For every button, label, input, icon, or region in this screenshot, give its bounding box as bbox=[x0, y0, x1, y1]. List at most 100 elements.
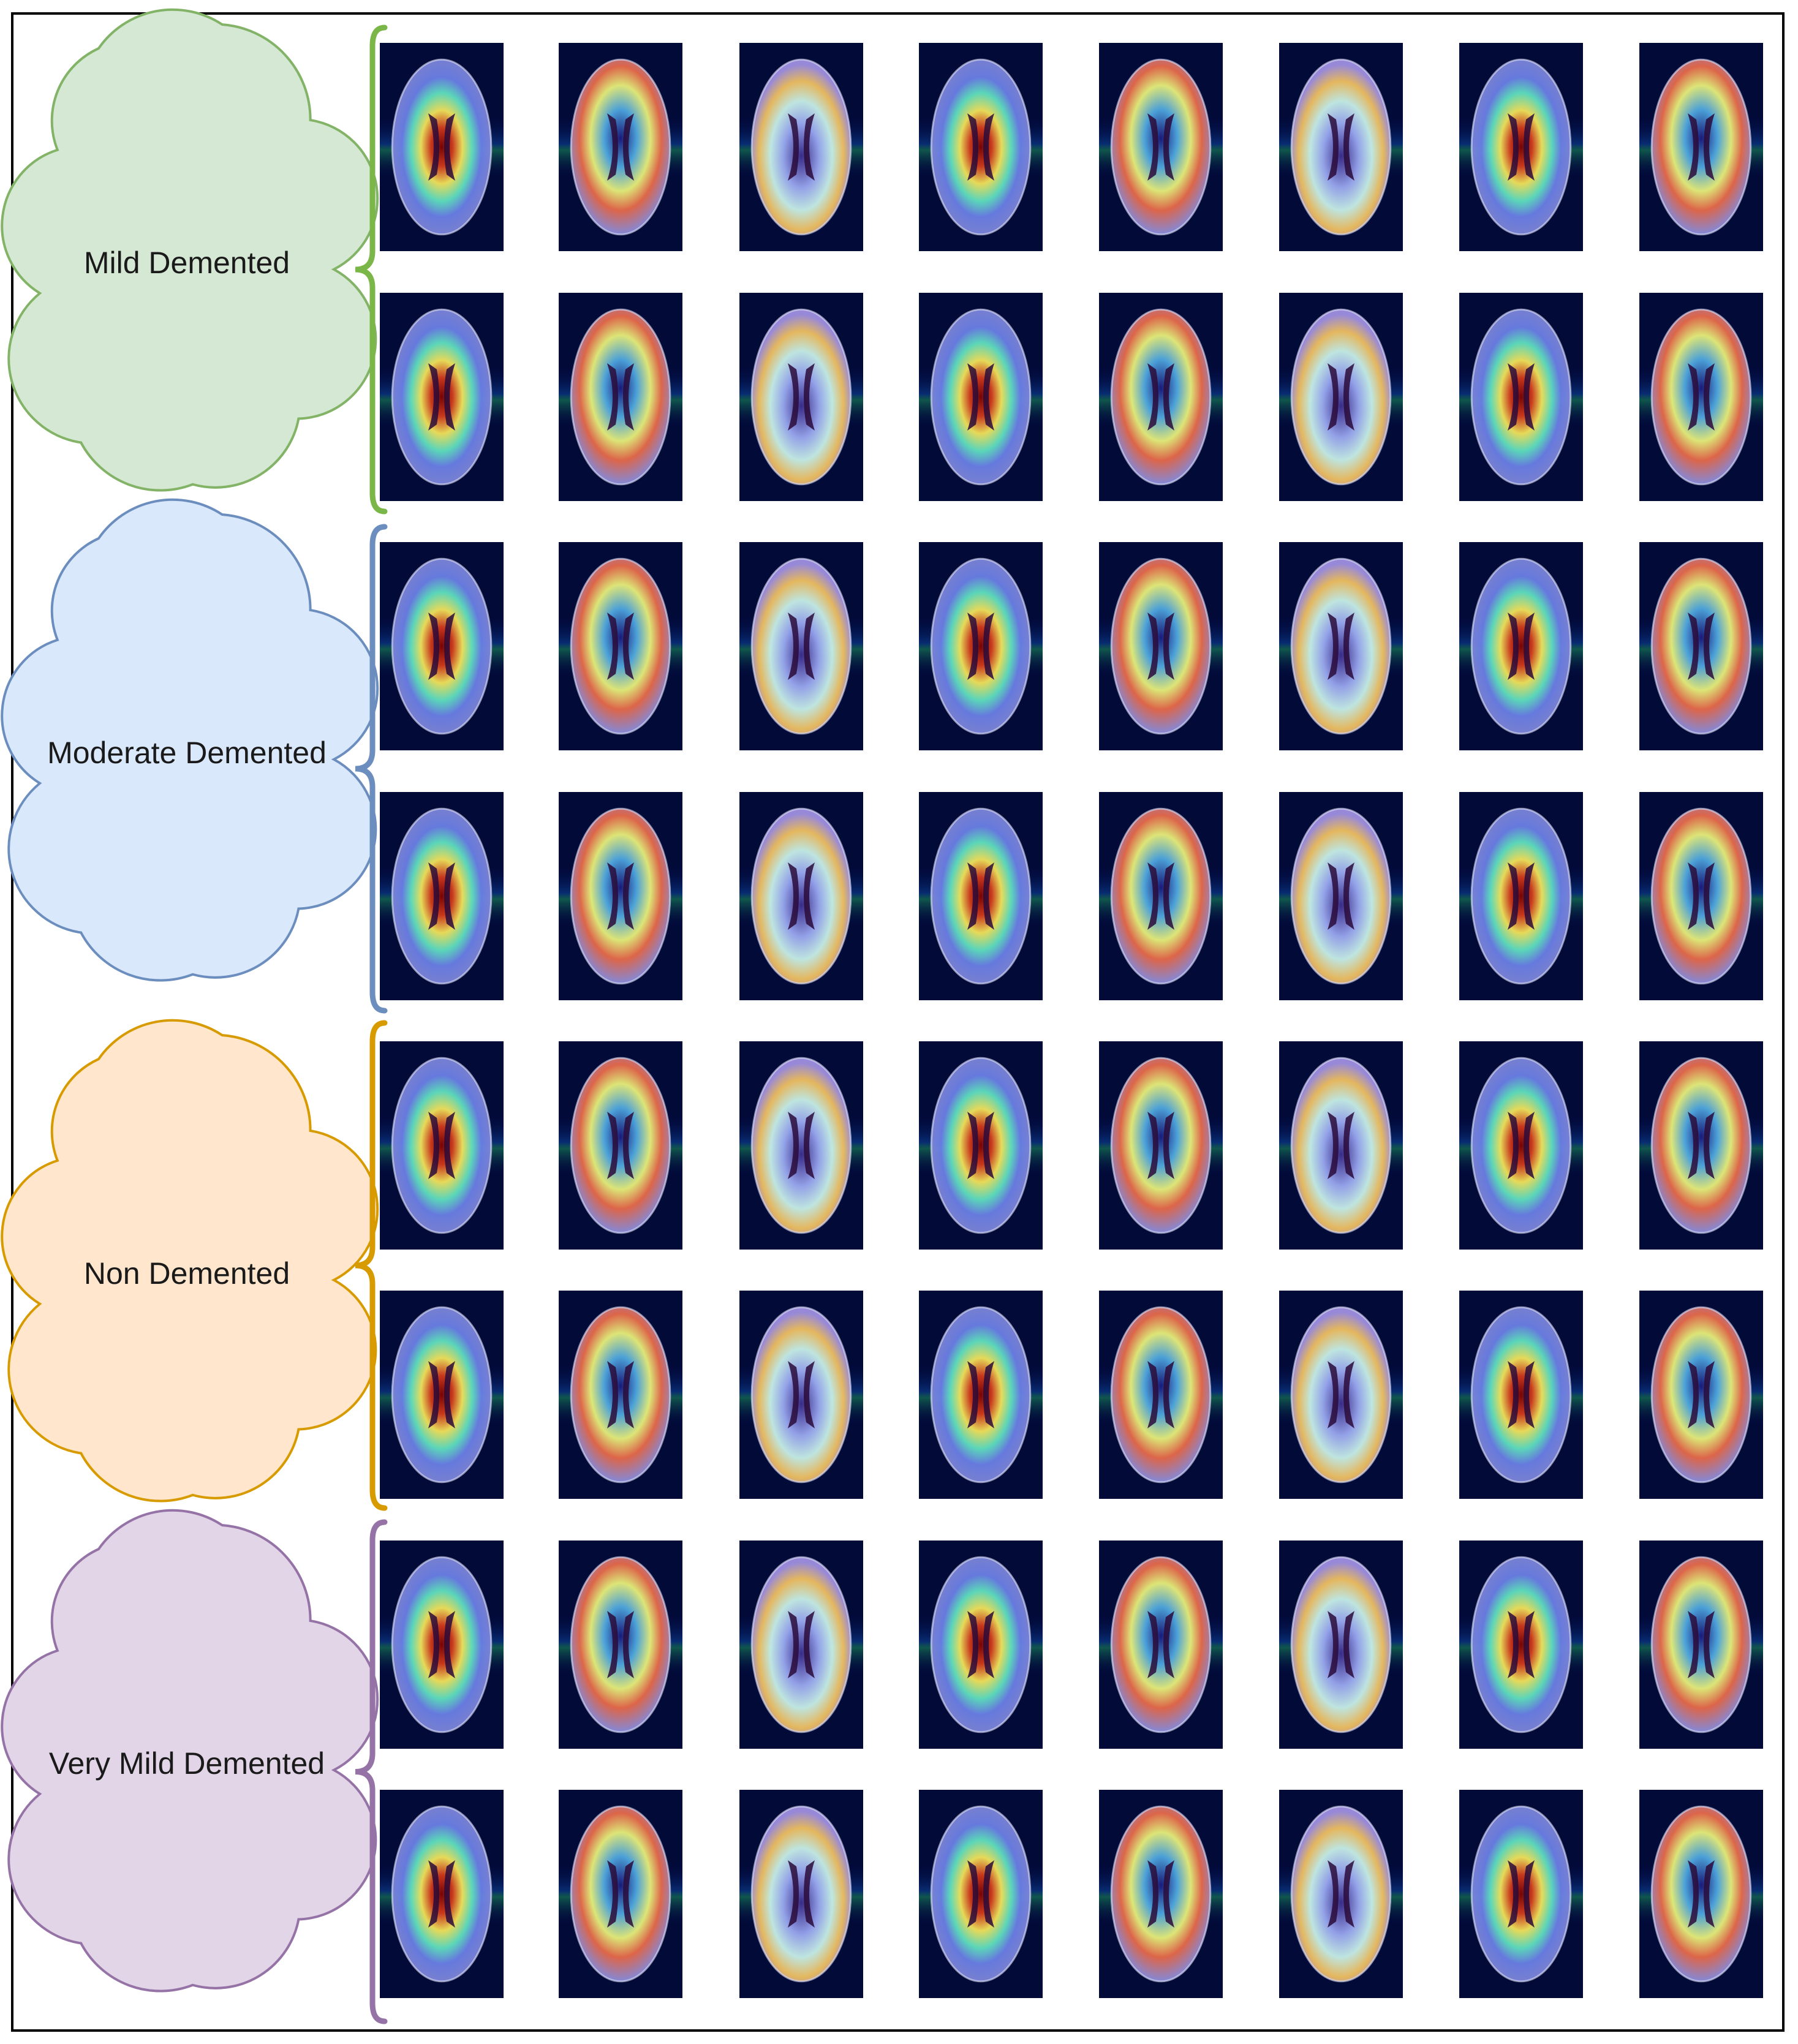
brain-slice bbox=[1471, 1058, 1571, 1233]
brain-heatmap-image bbox=[1279, 293, 1403, 501]
brain-outline bbox=[930, 1057, 1032, 1234]
brain-slice bbox=[571, 559, 670, 734]
group-brace bbox=[355, 1519, 388, 2024]
brain-outline bbox=[1110, 308, 1212, 486]
ventricles bbox=[1688, 1860, 1715, 1928]
brain-outline bbox=[1290, 1805, 1392, 1983]
brain-slice bbox=[1471, 1806, 1571, 1982]
brain-heatmap-image bbox=[380, 792, 504, 1000]
brain-slice bbox=[931, 1557, 1030, 1732]
brain-heatmap-image bbox=[559, 1041, 682, 1250]
brain-heatmap-image bbox=[1099, 1541, 1223, 1749]
brain-heatmap-image bbox=[559, 1790, 682, 1998]
brain-heatmap-image bbox=[919, 1541, 1043, 1749]
brain-outline bbox=[1470, 1057, 1572, 1234]
brain-outline bbox=[1650, 807, 1752, 985]
cloud-shape bbox=[1, 498, 379, 982]
brain-slice bbox=[1291, 1806, 1391, 1982]
brain-outline bbox=[570, 1805, 671, 1983]
brain-outline bbox=[570, 1057, 671, 1234]
brain-heatmap-image bbox=[1279, 43, 1403, 251]
brain-slice bbox=[1111, 1806, 1211, 1982]
brain-outline bbox=[1110, 557, 1212, 735]
brain-heatmap-image bbox=[1639, 1790, 1763, 1998]
brain-slice bbox=[1652, 1557, 1751, 1732]
brain-slice bbox=[931, 309, 1030, 485]
brain-slice bbox=[1471, 309, 1571, 485]
brain-outline bbox=[391, 58, 493, 236]
cloud-shape bbox=[1, 1019, 379, 1503]
ventricles bbox=[1688, 113, 1715, 181]
brain-heatmap-image bbox=[919, 1291, 1043, 1499]
brain-slice bbox=[392, 1806, 491, 1982]
brain-heatmap-image bbox=[1639, 293, 1763, 501]
ventricles bbox=[428, 862, 455, 930]
brain-slice bbox=[1471, 1307, 1571, 1482]
brain-outline bbox=[930, 807, 1032, 985]
brain-slice bbox=[1652, 1058, 1751, 1233]
group-label: Mild Demented bbox=[84, 246, 290, 280]
brain-slice bbox=[392, 59, 491, 235]
ventricles bbox=[428, 113, 455, 181]
brain-slice bbox=[1652, 809, 1751, 984]
brain-heatmap-image bbox=[739, 293, 863, 501]
brain-slice bbox=[1291, 1307, 1391, 1482]
ventricles bbox=[1328, 1611, 1354, 1678]
brain-slice bbox=[1652, 309, 1751, 485]
brain-slice bbox=[1111, 1058, 1211, 1233]
brain-outline bbox=[1470, 58, 1572, 236]
brain-outline bbox=[1290, 557, 1392, 735]
brain-slice bbox=[1291, 1557, 1391, 1732]
ventricles bbox=[788, 363, 815, 431]
brain-heatmap-image bbox=[1459, 792, 1583, 1000]
brain-outline bbox=[750, 1057, 852, 1234]
brain-heatmap-image bbox=[1279, 792, 1403, 1000]
brain-heatmap-image bbox=[919, 542, 1043, 750]
brain-outline bbox=[391, 807, 493, 985]
ventricles bbox=[428, 1361, 455, 1428]
brain-heatmap-image bbox=[1099, 1790, 1223, 1998]
brain-heatmap-image bbox=[739, 542, 863, 750]
brain-outline bbox=[570, 1556, 671, 1733]
ventricles bbox=[967, 1361, 994, 1428]
ventricles bbox=[428, 363, 455, 431]
brain-outline bbox=[1470, 557, 1572, 735]
brain-heatmap-image bbox=[1279, 1291, 1403, 1499]
brain-outline bbox=[750, 557, 852, 735]
brain-slice bbox=[1652, 559, 1751, 734]
brain-slice bbox=[1291, 309, 1391, 485]
ventricles bbox=[788, 113, 815, 181]
brain-outline bbox=[930, 1306, 1032, 1484]
ventricles bbox=[1147, 1112, 1174, 1179]
ventricles bbox=[967, 862, 994, 930]
brain-slice bbox=[1652, 1806, 1751, 1982]
ventricles bbox=[607, 613, 634, 680]
brain-heatmap-image bbox=[559, 1541, 682, 1749]
brain-outline bbox=[750, 1556, 852, 1733]
figure-border bbox=[11, 12, 1785, 2032]
brain-slice bbox=[752, 1806, 851, 1982]
brain-heatmap-image bbox=[1459, 542, 1583, 750]
brain-outline bbox=[1650, 1306, 1752, 1484]
brain-outline bbox=[1470, 308, 1572, 486]
ventricles bbox=[788, 1611, 815, 1678]
brain-outline bbox=[1470, 1306, 1572, 1484]
brain-outline bbox=[1110, 1805, 1212, 1983]
ventricles bbox=[607, 1112, 634, 1179]
ventricles bbox=[1688, 1611, 1715, 1678]
brain-heatmap-image bbox=[380, 1041, 504, 1250]
ventricles bbox=[607, 363, 634, 431]
brain-outline bbox=[1110, 1306, 1212, 1484]
brain-slice bbox=[752, 559, 851, 734]
brain-slice bbox=[571, 809, 670, 984]
brain-heatmap-image bbox=[1099, 293, 1223, 501]
group-brace bbox=[355, 524, 388, 1014]
brain-outline bbox=[391, 1306, 493, 1484]
brain-heatmap-image bbox=[1639, 1291, 1763, 1499]
brain-heatmap-image bbox=[739, 43, 863, 251]
brain-heatmap-image bbox=[739, 792, 863, 1000]
ventricles bbox=[1328, 1112, 1354, 1179]
brain-slice bbox=[931, 559, 1030, 734]
brain-slice bbox=[571, 309, 670, 485]
brain-heatmap-image bbox=[1639, 43, 1763, 251]
